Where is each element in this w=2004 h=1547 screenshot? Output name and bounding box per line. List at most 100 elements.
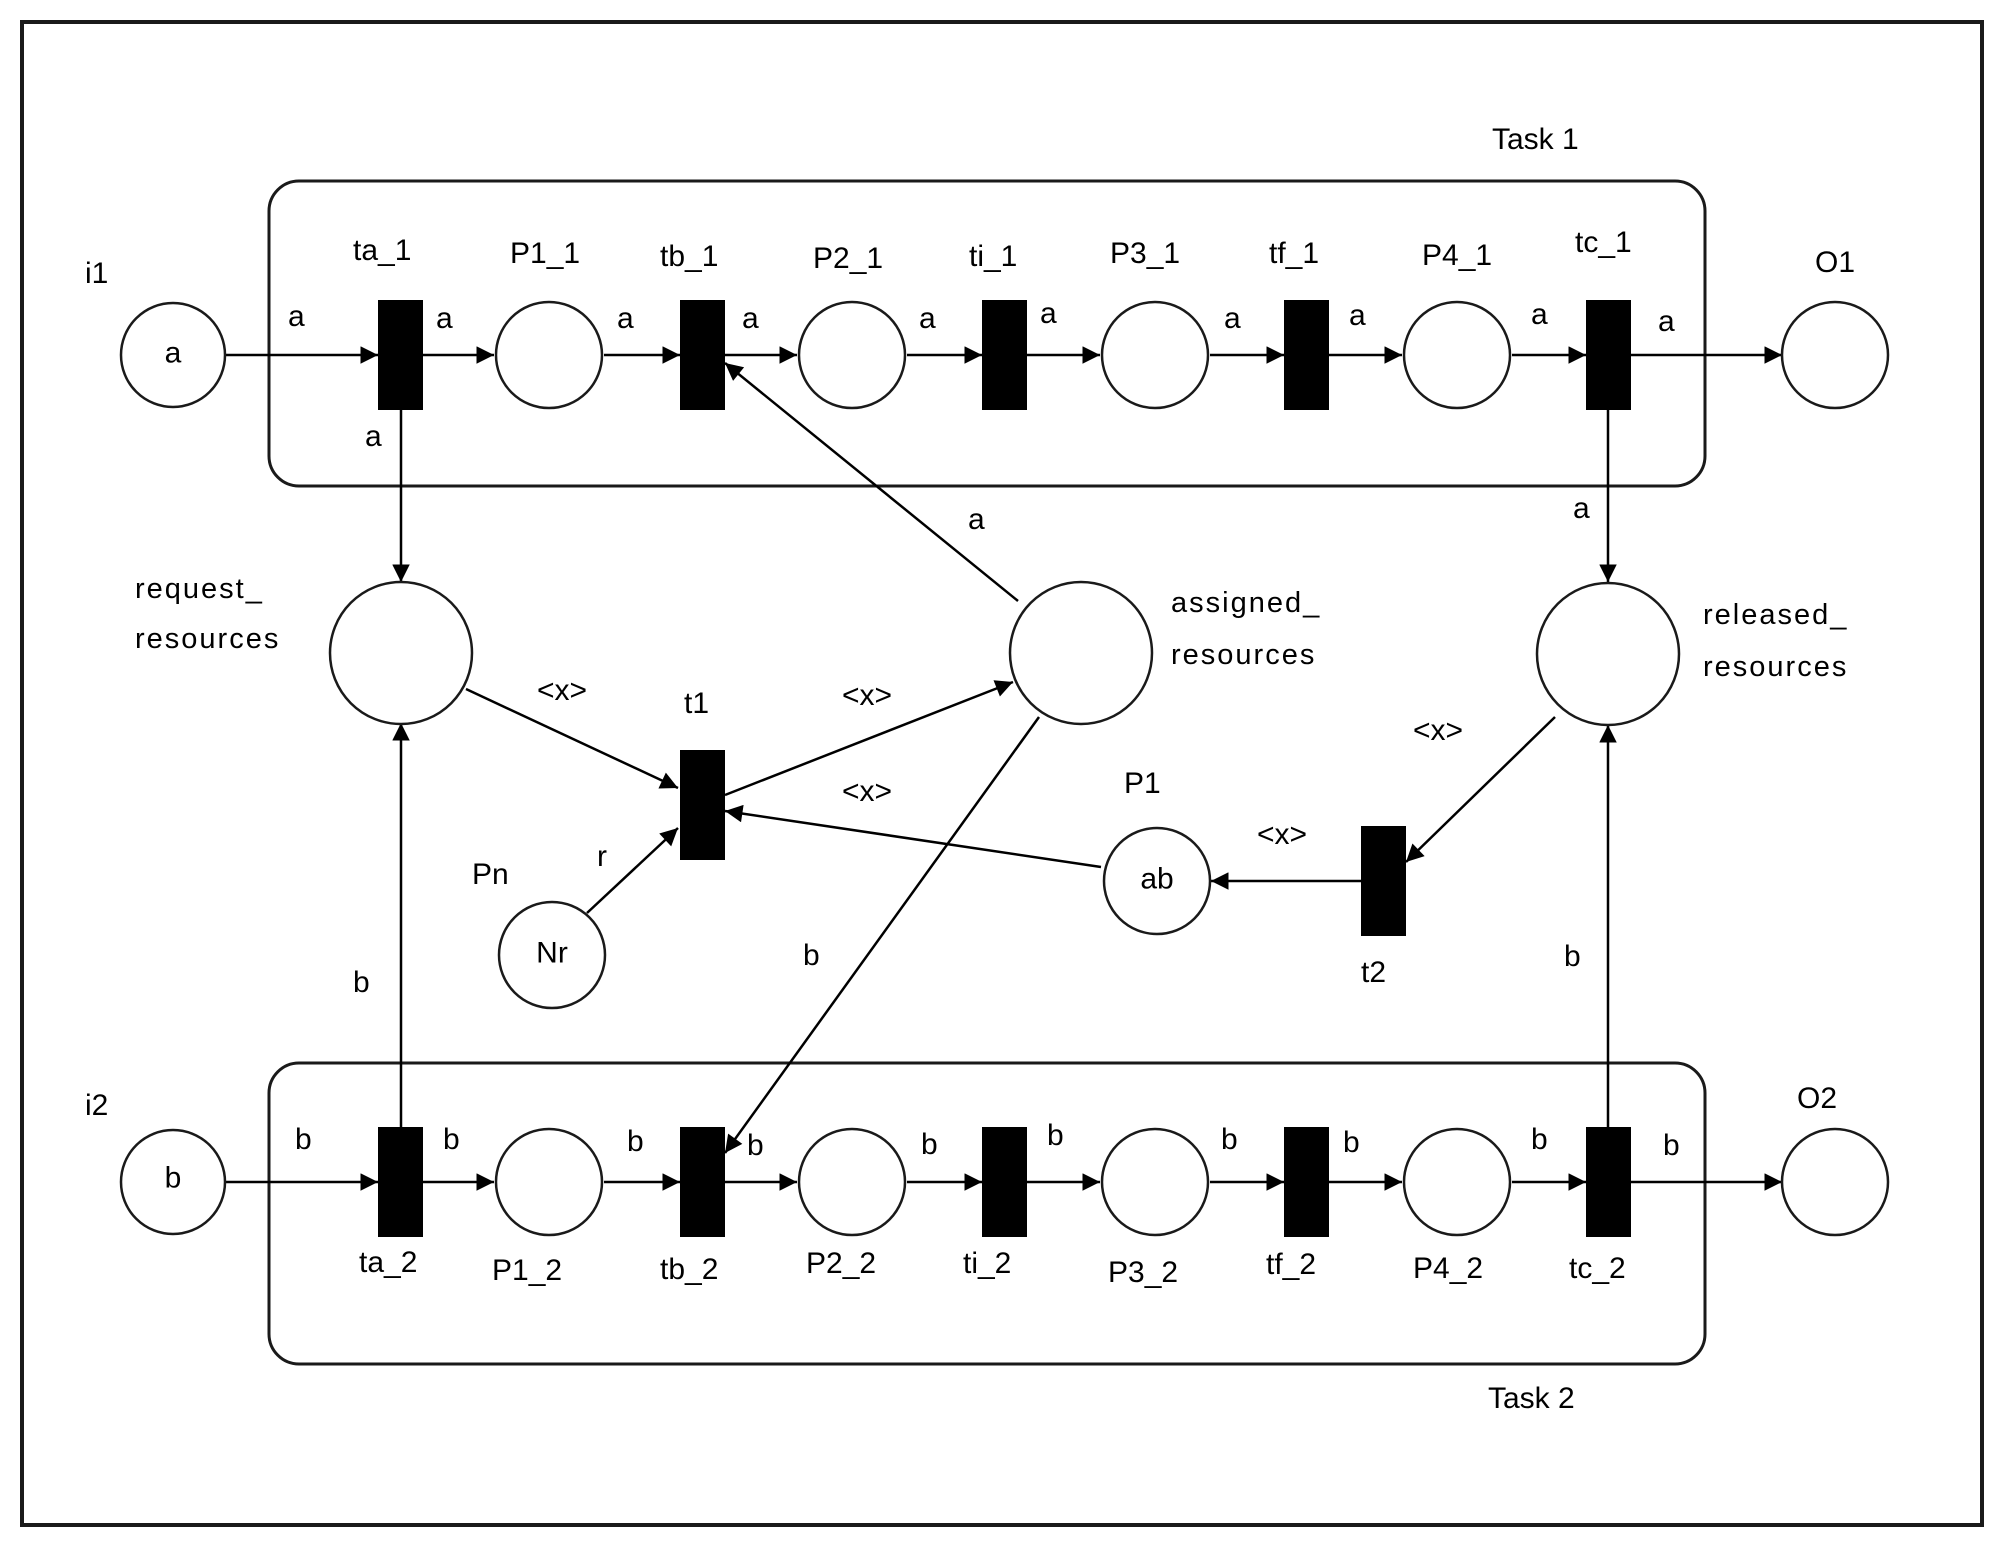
transition-ta2 <box>378 1127 423 1237</box>
label-request-resources-1: request_ <box>135 573 264 605</box>
label-tc1: tc_1 <box>1575 226 1632 259</box>
label-i1: i1 <box>85 257 108 290</box>
label-request-resources-2: resources <box>135 623 280 655</box>
place-i2 <box>119 1128 227 1236</box>
arc-label: <x> <box>1257 818 1307 851</box>
arc-label: r <box>597 840 607 873</box>
label-p2-1: P2_1 <box>813 242 883 275</box>
label-i2: i2 <box>85 1089 108 1122</box>
transition-ti1 <box>982 300 1027 410</box>
arc-label: b <box>1047 1119 1064 1152</box>
label-pn: Pn <box>472 858 509 891</box>
place-request-resources <box>328 580 474 726</box>
label-tf2: tf_2 <box>1266 1248 1316 1281</box>
arc-label: a <box>436 302 453 335</box>
transition-ti2 <box>982 1127 1027 1237</box>
arc-label: <x> <box>1413 714 1463 747</box>
transition-ta1 <box>378 300 423 410</box>
label-t1: t1 <box>684 687 709 720</box>
arc-label: b <box>1663 1129 1680 1162</box>
arc-label: a <box>617 302 634 335</box>
label-ti1: ti_1 <box>969 240 1017 273</box>
arc-label: a <box>288 300 305 333</box>
place-p3-2 <box>1100 1127 1210 1237</box>
transition-tf2 <box>1284 1127 1329 1237</box>
label-o1: O1 <box>1815 246 1855 279</box>
label-assigned-resources-2: resources <box>1171 639 1316 671</box>
place-p1-1 <box>494 300 604 410</box>
transition-tb2 <box>680 1127 725 1237</box>
arc-label: <x> <box>537 674 587 707</box>
arc-label: a <box>742 302 759 335</box>
label-ta2: ta_2 <box>359 1246 417 1279</box>
arc-request-t1 <box>465 687 679 790</box>
arc-pn-t1 <box>586 827 679 914</box>
place-o2 <box>1780 1127 1890 1237</box>
task2-box <box>267 1061 1707 1366</box>
task2-label: Task 2 <box>1488 1382 1575 1415</box>
arc-label: a <box>1573 492 1590 525</box>
arc-label: a <box>968 503 985 536</box>
label-p1-1: P1_1 <box>510 237 580 270</box>
label-tc2: tc_2 <box>1569 1252 1626 1285</box>
task1-box <box>267 179 1707 488</box>
label-o2: O2 <box>1797 1082 1837 1115</box>
arc-label: b <box>1564 940 1581 973</box>
arc-label: b <box>353 966 370 999</box>
place-o1 <box>1780 300 1890 410</box>
label-ti2: ti_2 <box>963 1247 1011 1280</box>
label-tb1: tb_1 <box>660 240 718 273</box>
arc-label: b <box>627 1125 644 1158</box>
arc-label: b <box>295 1123 312 1156</box>
arc-label: b <box>747 1129 764 1162</box>
transition-tb1 <box>680 300 725 410</box>
label-p4-1: P4_1 <box>1422 239 1492 272</box>
transition-tc2 <box>1586 1127 1631 1237</box>
transition-tf1 <box>1284 300 1329 410</box>
arc-released-t2 <box>1405 716 1556 863</box>
arc-assigned-tb2 <box>723 716 1041 1154</box>
arc-label: a <box>919 302 936 335</box>
arc-label: a <box>1658 305 1675 338</box>
place-i1 <box>119 301 227 409</box>
arc-assigned-tb1 <box>724 362 1019 602</box>
arc-label: a <box>365 420 382 453</box>
transition-t1 <box>680 750 725 860</box>
arc-label: b <box>1343 1126 1360 1159</box>
arc-label: b <box>803 939 820 972</box>
label-p3-1: P3_1 <box>1110 237 1180 270</box>
label-released-resources-1: released_ <box>1703 599 1848 631</box>
label-t2: t2 <box>1361 956 1386 989</box>
arc-label: <x> <box>842 679 892 712</box>
label-tb2: tb_2 <box>660 1253 718 1286</box>
label-released-resources-2: resources <box>1703 651 1848 683</box>
label-ta1: ta_1 <box>353 234 411 267</box>
transition-tc1 <box>1586 300 1631 410</box>
label-p3-2: P3_2 <box>1108 1256 1178 1289</box>
label-p1-2: P1_2 <box>492 1254 562 1287</box>
arc-label: a <box>1224 302 1241 335</box>
token-p1: ab <box>1140 863 1173 896</box>
outer-frame <box>20 20 1984 1527</box>
label-p4-2: P4_2 <box>1413 1252 1483 1285</box>
transition-t2 <box>1361 826 1406 936</box>
label-p1: P1 <box>1124 767 1161 800</box>
task1-label: Task 1 <box>1492 123 1579 156</box>
place-p4-1 <box>1402 300 1512 410</box>
arc-label: <x> <box>842 775 892 808</box>
token-pn: Nr <box>536 937 568 970</box>
label-tf1: tf_1 <box>1269 237 1319 270</box>
arc-label: a <box>1040 297 1057 330</box>
arc-label: a <box>1531 298 1548 331</box>
place-p3-1 <box>1100 300 1210 410</box>
label-assigned-resources-1: assigned_ <box>1171 587 1321 619</box>
arc-label: b <box>921 1128 938 1161</box>
place-p2-1 <box>797 300 907 410</box>
place-assigned-resources <box>1008 580 1154 726</box>
place-pn <box>497 900 607 1010</box>
arc-t1-assigned <box>724 680 1014 797</box>
label-p2-2: P2_2 <box>806 1247 876 1280</box>
arc-label: b <box>443 1123 460 1156</box>
token-i1: a <box>165 337 182 370</box>
